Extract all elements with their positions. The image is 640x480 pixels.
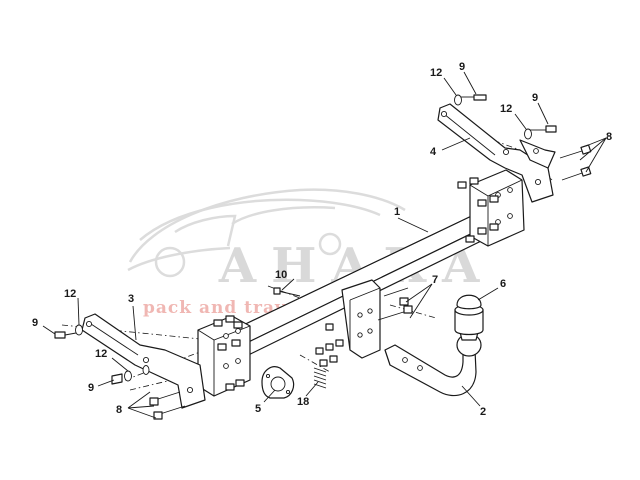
svg-text:10: 10 [275, 269, 287, 281]
callout-9-right-top: 9 [459, 61, 477, 95]
callout-7: 7 [405, 274, 438, 319]
callout-2: 2 [461, 385, 486, 418]
svg-text:18: 18 [297, 396, 309, 408]
fasteners [54, 94, 592, 420]
callout-4: 4 [430, 137, 471, 158]
tow-ball-arm [384, 331, 482, 397]
callout-3: 3 [128, 293, 137, 341]
svg-text:6: 6 [500, 278, 506, 290]
socket-plate [261, 366, 295, 399]
callout-9-left-lower: 9 [88, 379, 115, 394]
main-crossbar [197, 169, 525, 397]
callout-9-right-mid: 9 [532, 92, 549, 125]
callout-12-right-mid: 12 [500, 103, 527, 130]
svg-text:8: 8 [116, 404, 122, 416]
svg-text:5: 5 [255, 403, 261, 415]
callout-9-left-upper: 9 [32, 317, 56, 335]
svg-text:12: 12 [500, 103, 512, 115]
svg-text:9: 9 [459, 61, 465, 73]
svg-text:3: 3 [128, 293, 134, 305]
svg-text:4: 4 [430, 146, 437, 158]
callout-6: 6 [477, 278, 506, 301]
left-side-bracket [81, 313, 206, 409]
svg-text:2: 2 [480, 406, 486, 418]
svg-text:1: 1 [394, 206, 400, 218]
right-side-bracket [437, 103, 556, 203]
svg-text:8: 8 [606, 131, 612, 143]
svg-text:7: 7 [432, 274, 438, 286]
callout-12-left-lower: 12 [95, 348, 129, 372]
svg-text:12: 12 [95, 348, 107, 360]
spring-washer [313, 367, 327, 389]
svg-text:12: 12 [64, 288, 76, 300]
callout-18: 18 [297, 381, 319, 408]
ball-cap [454, 294, 484, 336]
callout-12-right-top: 12 [430, 67, 457, 96]
callouts: 1 2 3 4 5 6 7 8 [32, 61, 612, 419]
svg-text:9: 9 [88, 382, 94, 394]
svg-text:9: 9 [532, 92, 538, 104]
callout-12-left-upper: 12 [64, 288, 80, 326]
callout-1: 1 [394, 206, 429, 233]
callout-5: 5 [255, 389, 276, 415]
callout-10: 10 [275, 269, 295, 291]
watermark-car-logo [127, 188, 406, 278]
svg-text:12: 12 [430, 67, 442, 79]
callout-8-left: 8 [116, 391, 157, 419]
svg-text:9: 9 [32, 317, 38, 329]
callout-8-right: 8 [579, 131, 612, 173]
watermark-tagline: pack and travel [143, 298, 305, 318]
